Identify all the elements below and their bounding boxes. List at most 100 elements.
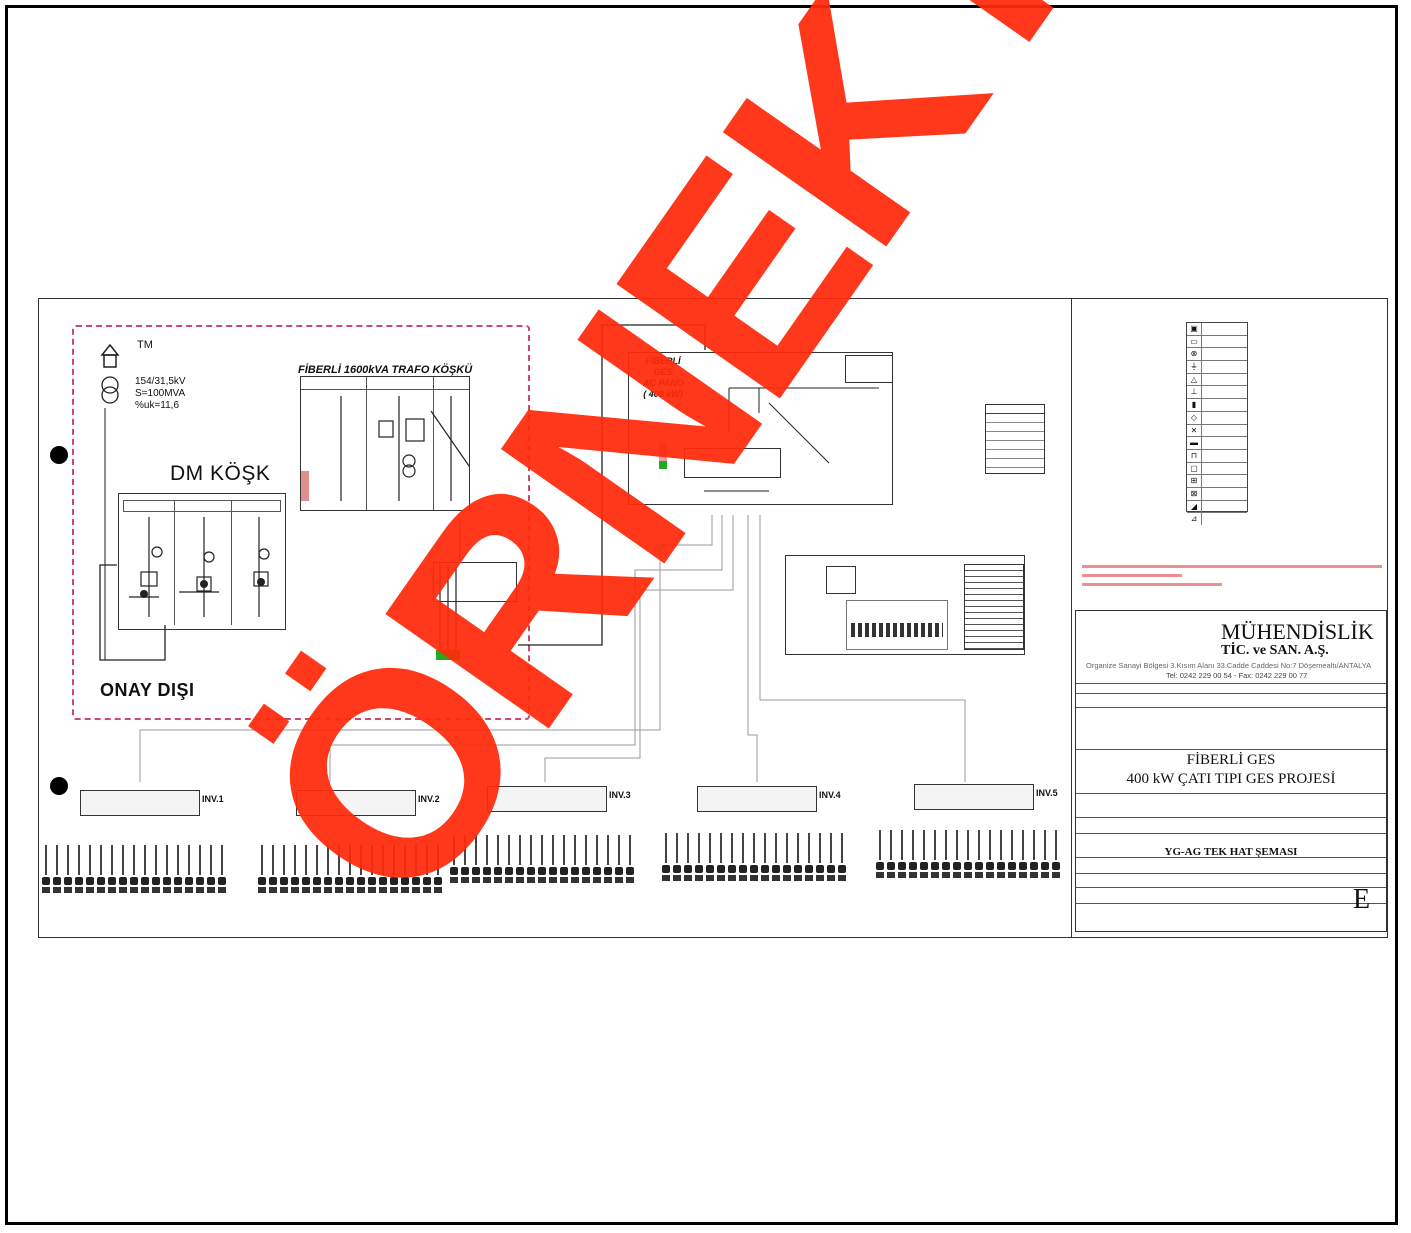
inverter-4-label: INV.4	[819, 790, 841, 800]
pv-string	[423, 845, 431, 903]
pv-string	[527, 835, 535, 893]
ac-pano-line-1: FİBERLİ	[645, 356, 681, 366]
pv-string	[662, 833, 670, 891]
pv-string	[196, 845, 204, 903]
inverter-detail-panel	[785, 555, 1025, 655]
pv-string	[560, 835, 568, 893]
pv-string	[185, 845, 193, 903]
pv-string	[207, 845, 215, 903]
pv-string	[673, 833, 681, 891]
pv-string-row-1	[42, 845, 226, 903]
inverter-2-box	[296, 790, 416, 816]
pv-string	[538, 835, 546, 893]
pv-string	[472, 835, 480, 893]
pv-string	[604, 835, 612, 893]
pv-string	[626, 835, 634, 893]
inverter-1-box	[80, 790, 200, 816]
inverter-3-label: INV.3	[609, 790, 631, 800]
pv-string	[335, 845, 343, 903]
pv-string	[761, 833, 769, 891]
pv-string	[1052, 830, 1060, 888]
pv-string	[324, 845, 332, 903]
pv-string	[357, 845, 365, 903]
ac-pano-panel	[628, 352, 893, 505]
pv-string	[401, 845, 409, 903]
punch-hole-bottom	[50, 777, 68, 795]
pv-string	[64, 845, 72, 903]
pv-string	[141, 845, 149, 903]
page-frame	[5, 5, 1398, 1225]
pv-string	[706, 833, 714, 891]
dm-kosk-label: DM KÖŞK	[170, 462, 271, 485]
project-line-1: FİBERLİ GES	[1186, 752, 1276, 768]
pv-string	[346, 845, 354, 903]
pv-string-row-2	[258, 845, 442, 903]
pv-string	[516, 835, 524, 893]
pv-string	[174, 845, 182, 903]
pv-string	[931, 830, 939, 888]
pv-string	[684, 833, 692, 891]
pv-string	[695, 833, 703, 891]
tm-line-icon	[100, 343, 120, 660]
punch-hole-top	[50, 446, 68, 464]
ac-pano-title: FİBERLİ GES AC PANO ( 400 kW)	[643, 356, 684, 400]
pv-string	[163, 845, 171, 903]
pv-string	[997, 830, 1005, 888]
pv-string	[582, 835, 590, 893]
tm-spec-3: %uk=11,6	[135, 400, 180, 411]
pv-string	[593, 835, 601, 893]
pv-string	[280, 845, 288, 903]
inverter-4-box	[697, 786, 817, 812]
pv-string	[827, 833, 835, 891]
tm-label: TM	[137, 339, 153, 351]
sheet-title: YG-AG TEK HAT ŞEMASI	[1164, 846, 1298, 858]
pv-string	[805, 833, 813, 891]
inverter-1-label: INV.1	[202, 794, 224, 804]
ac-pano-line-4: ( 400 kW)	[643, 389, 683, 399]
pv-string	[313, 845, 321, 903]
pv-string	[549, 835, 557, 893]
pv-string	[571, 835, 579, 893]
trafo-kosk-panel	[300, 376, 470, 511]
pv-string	[964, 830, 972, 888]
sheet-letter: E	[1353, 884, 1371, 915]
pv-string	[920, 830, 928, 888]
pv-string-row-3	[450, 835, 634, 893]
pv-string	[379, 845, 387, 903]
pv-string	[739, 833, 747, 891]
pv-string	[750, 833, 758, 891]
pv-string	[218, 845, 226, 903]
pv-string	[986, 830, 994, 888]
pv-string	[887, 830, 895, 888]
trafo-schematic-icon	[301, 396, 469, 501]
ac-pano-line-2: GES	[653, 367, 673, 377]
pv-string	[97, 845, 105, 903]
pv-string	[728, 833, 736, 891]
pv-string	[876, 830, 884, 888]
pv-string-row-5	[876, 830, 1060, 888]
inverter-5-label: INV.5	[1036, 788, 1058, 798]
pv-string	[975, 830, 983, 888]
inverter-2-label: INV.2	[418, 794, 440, 804]
pv-string	[717, 833, 725, 891]
pv-string	[130, 845, 138, 903]
pv-string	[434, 845, 442, 903]
pv-string	[505, 835, 513, 893]
pv-string	[1030, 830, 1038, 888]
pv-string	[412, 845, 420, 903]
pv-string	[53, 845, 61, 903]
pv-string	[816, 833, 824, 891]
pv-string	[494, 835, 502, 893]
inverter-5-box	[914, 784, 1034, 810]
company-address: Organize Sanayi Bölgesi 3.Kısım Alanı 33…	[1086, 661, 1372, 670]
small-table	[985, 404, 1045, 474]
project-line-2: 400 kW ÇATI TIPI GES PROJESİ	[1126, 771, 1336, 787]
legend-table: ▣▭ ⊗⏚ △⊥ ▮◇ ✕▬ ⊓▢ ⊞⊠ ◢⊿	[1186, 322, 1248, 525]
pv-string	[86, 845, 94, 903]
pv-string	[42, 845, 50, 903]
pv-string	[368, 845, 376, 903]
pv-string	[108, 845, 116, 903]
pv-string	[291, 845, 299, 903]
tm-spec-2: S=100MVA	[135, 388, 186, 399]
